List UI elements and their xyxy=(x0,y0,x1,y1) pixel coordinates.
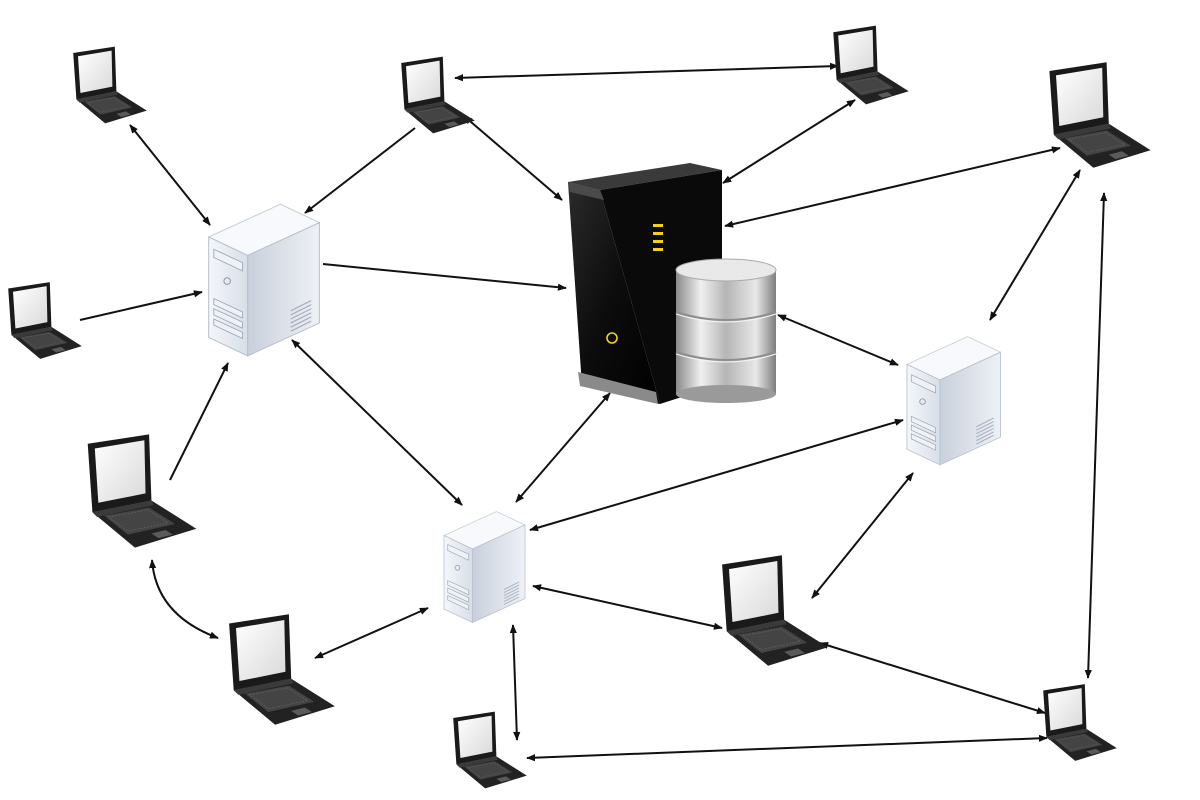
link-database-server-right xyxy=(777,314,899,366)
link-laptop-top-center-server-left xyxy=(304,127,416,214)
laptop-icon xyxy=(400,56,476,134)
link-laptop-mid-left-server-left xyxy=(79,290,203,321)
server-icon xyxy=(208,203,321,357)
link-laptop-top-right-small-main-server xyxy=(722,99,856,184)
link-laptop-top-left-server-left xyxy=(129,124,211,226)
link-server-right-server-center-bottom xyxy=(529,418,904,532)
link-laptop-top-center-main-server xyxy=(463,115,563,201)
database-icon xyxy=(675,258,777,403)
link-laptop-top-right-large-server-right xyxy=(989,169,1081,321)
laptop-icon xyxy=(87,433,197,549)
laptop-icon xyxy=(721,554,829,667)
link-laptop-left-large-laptop-bottom-left xyxy=(149,559,219,639)
server-icon xyxy=(443,510,526,624)
link-server-left-server-center-bottom xyxy=(291,339,463,506)
link-laptop-bottom-mid-right-laptop-bottom-right xyxy=(819,641,1046,715)
laptop-icon xyxy=(1042,683,1118,762)
link-main-server-server-center-bottom xyxy=(515,392,611,503)
link-server-left-main-server xyxy=(322,263,567,291)
link-laptop-bottom-center-laptop-bottom-right xyxy=(526,734,1048,762)
link-laptop-top-right-large-laptop-bottom-right xyxy=(1084,192,1108,679)
laptop-icon xyxy=(1048,61,1152,169)
laptop-icon xyxy=(228,613,336,726)
link-server-right-laptop-bottom-mid-right xyxy=(811,472,914,599)
server-icon xyxy=(906,335,1002,466)
link-server-center-bottom-laptop-bottom-center xyxy=(509,624,521,741)
link-laptop-top-center-laptop-top-right-small xyxy=(454,62,839,82)
laptop-icon xyxy=(7,281,83,360)
link-laptop-left-large-server-left xyxy=(169,362,229,481)
connections xyxy=(79,62,1108,762)
laptop-icon xyxy=(832,25,910,105)
link-server-center-bottom-laptop-bottom-mid-right xyxy=(532,584,723,630)
link-laptop-bottom-left-server-center-bottom xyxy=(314,607,429,659)
link-laptop-top-right-large-main-server xyxy=(724,146,1061,228)
laptop-icon xyxy=(72,46,148,124)
